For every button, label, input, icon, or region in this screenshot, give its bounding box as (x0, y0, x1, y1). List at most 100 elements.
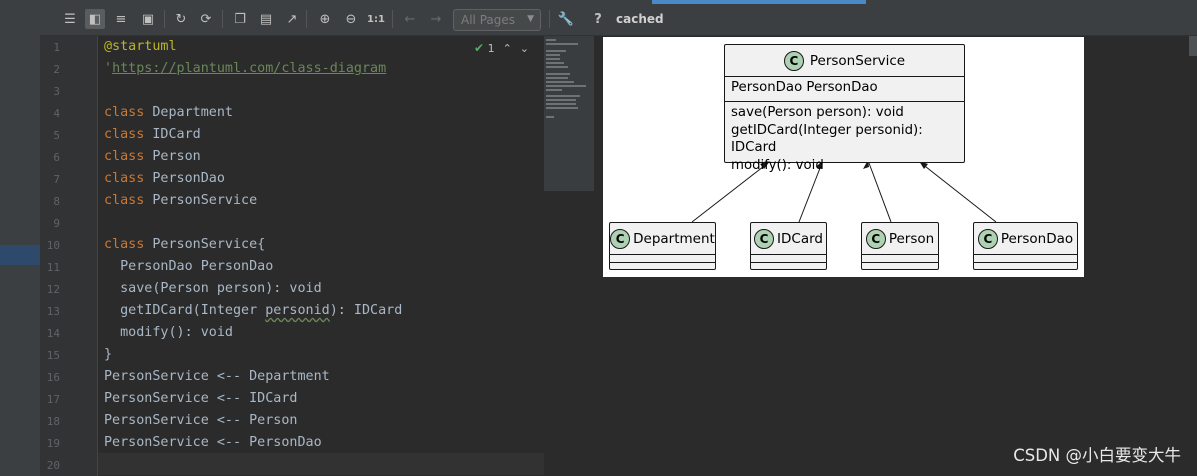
toolbar-separator (222, 10, 223, 28)
code-line-13: getIDCard(Integer personid): IDCard (104, 303, 402, 318)
class-box-personservice[interactable]: C PersonService PersonDao PersonDao save… (724, 44, 965, 173)
minimap-line (546, 66, 568, 68)
wrench-icon[interactable]: 🔧 (557, 11, 575, 27)
image-icon[interactable]: ▣ (141, 11, 155, 27)
class-fields: PersonDao PersonDao (725, 77, 964, 102)
code-line-12: save(Person person): void (104, 281, 322, 296)
preview-scrollbar[interactable] (1188, 36, 1197, 476)
inspection-status[interactable]: ✔ 1 (474, 41, 495, 55)
code-line-16: PersonService <-- Department (104, 369, 330, 384)
line-number: 15 (46, 349, 60, 362)
sync-icon[interactable]: ⟳ (200, 11, 212, 27)
class-c-icon: C (977, 228, 998, 249)
minimap-line (546, 107, 578, 109)
arrow-idcard (798, 162, 823, 223)
minimap-line (546, 89, 562, 91)
toolbar-separator (392, 10, 393, 28)
class-box-person[interactable]: C Person (861, 222, 939, 270)
code-token: save(Person person): void (104, 281, 322, 296)
inspection-widget: ✔ 1 ⌃ ⌄ (474, 41, 529, 55)
class-fields (862, 255, 938, 263)
arrow-left-icon[interactable]: ← (404, 11, 416, 27)
class-method: save(Person person): void (731, 105, 904, 120)
line-number: 7 (53, 173, 60, 186)
arrow-right-icon[interactable]: → (430, 11, 442, 27)
minimap-line (546, 62, 564, 64)
code-line-17: PersonService <-- IDCard (104, 391, 297, 406)
copy-icon[interactable]: ❐ (234, 11, 246, 27)
code-token: modify(): void (104, 325, 233, 340)
code-token: PersonService{ (152, 237, 266, 252)
class-box-idcard[interactable]: C IDCard (750, 222, 827, 270)
line-number: 2 (53, 63, 60, 76)
code-token: IDCard (152, 127, 201, 142)
zoom-in-icon[interactable]: ⊕ (319, 11, 331, 27)
minimap-line (546, 95, 580, 97)
code-keyword: class (104, 237, 145, 252)
class-field: PersonDao PersonDao (731, 80, 878, 95)
class-name: IDCard (777, 230, 823, 247)
scrollbar-thumb[interactable] (1189, 36, 1197, 56)
code-token: PersonDao PersonDao (104, 259, 274, 274)
editor-minimap[interactable] (544, 36, 594, 191)
minimap-line (546, 58, 560, 60)
actual-size-button[interactable]: 1:1 (366, 9, 386, 29)
code-line-10: class PersonService{ (104, 237, 265, 252)
selected-project-item[interactable] (0, 245, 40, 265)
code-line-5: class IDCard (104, 127, 201, 142)
class-fields (610, 255, 715, 263)
code-token: Person (152, 149, 201, 164)
code-editor[interactable]: 1 2 3 4 5 6 7 8 9 10 11 12 13 14 15 16 1… (40, 36, 544, 476)
line-number: 14 (46, 327, 60, 340)
minimap-empty-area (544, 191, 594, 476)
code-keyword: class (104, 193, 145, 208)
line-number: 4 (53, 107, 60, 120)
code-line-11: PersonDao PersonDao (104, 259, 273, 274)
layout-stack-icon[interactable]: ≡ (115, 11, 127, 27)
class-header: C PersonService (725, 45, 964, 77)
save-icon[interactable]: ▤ (259, 11, 273, 27)
code-link[interactable]: https://plantuml.com/class-diagram (112, 61, 387, 76)
class-method: getIDCard(Integer personid): IDCard (731, 122, 923, 156)
code-line-4: class Department (104, 105, 233, 120)
help-button[interactable]: ? (588, 9, 608, 29)
refresh-icon[interactable]: ↻ (175, 11, 187, 27)
code-token: PersonService (152, 193, 258, 208)
list-icon[interactable]: ☰ (64, 11, 76, 27)
minimap-line (546, 99, 576, 101)
chevron-up-icon[interactable]: ⌃ (502, 41, 512, 55)
line-number: 16 (46, 371, 60, 384)
chevron-down-icon[interactable]: ⌄ (519, 41, 529, 55)
code-line-1: @startuml (104, 39, 177, 54)
class-box-persondao[interactable]: C PersonDao (973, 222, 1078, 270)
line-number: 12 (46, 283, 60, 296)
code-line-6: class Person (104, 149, 201, 164)
class-box-department[interactable]: C Department (609, 222, 716, 270)
arrowhead (760, 161, 770, 169)
code-token-typo: personid (265, 303, 330, 318)
pages-select[interactable]: All Pages ▼ (453, 9, 541, 31)
class-fields (974, 255, 1077, 263)
minimap-line (546, 103, 576, 105)
code-token: PersonService <-- Department (104, 369, 330, 384)
code-token: Department (152, 105, 233, 120)
zoom-out-icon[interactable]: ⊖ (345, 11, 357, 27)
code-line-2: 'https://plantuml.com/class-diagram (104, 61, 386, 76)
code-keyword: class (104, 149, 145, 164)
line-number: 11 (46, 261, 60, 274)
export-icon[interactable]: ↗ (286, 11, 298, 27)
class-header: C Department (610, 223, 715, 255)
minimap-line (546, 43, 578, 45)
line-number: 8 (53, 195, 60, 208)
line-number: 10 (46, 239, 60, 252)
arrow-person (868, 162, 892, 223)
minimap-line (546, 77, 568, 79)
line-number: 20 (46, 459, 60, 472)
class-name: PersonDao (1000, 230, 1074, 247)
class-c-icon: C (865, 228, 886, 249)
minimap-line (546, 81, 574, 83)
code-line-18: PersonService <-- Person (104, 413, 297, 428)
layout-split-icon[interactable]: ◧ (85, 9, 105, 29)
line-number: 18 (46, 415, 60, 428)
code-token: ): IDCard (329, 303, 403, 318)
